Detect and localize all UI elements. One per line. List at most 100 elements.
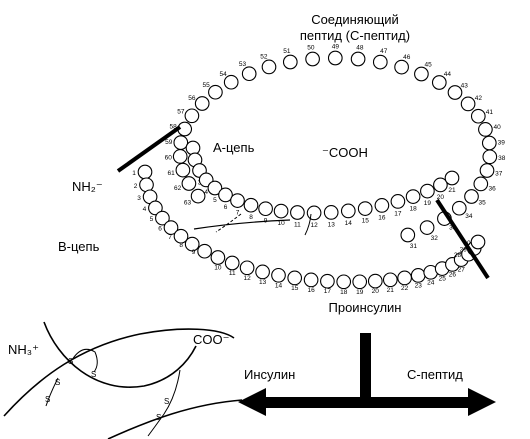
c-peptide-residue [482, 149, 498, 165]
a-chain-residue [340, 203, 356, 219]
c-peptide-residue [282, 54, 298, 70]
b-chain-residue-number: 13 [259, 279, 267, 286]
b-chain-residue-number: 25 [439, 276, 447, 283]
c-peptide-residue [394, 59, 409, 75]
a-chain-residue-number: 15 [362, 218, 370, 225]
a-chain-residue-number: 6 [224, 204, 228, 211]
c-peptide-residue [181, 176, 197, 191]
a-chain-residue [207, 180, 223, 196]
b-chain-residue-number: 9 [192, 249, 196, 256]
coo-label: COO⁻ [193, 332, 229, 347]
c-peptide-residue-number: 48 [356, 45, 364, 52]
a-chain-residue-number: 16 [378, 214, 386, 221]
b-chain-residue-number: 11 [229, 270, 236, 277]
b-chain-residue [410, 268, 426, 283]
a-chain-residue [374, 198, 390, 213]
connecting-peptide-label-line2: пептид (С-пептид) [300, 28, 410, 43]
c-peptide-residue-number: 39 [498, 139, 506, 146]
insulin-sketch: NH₃⁺ COO⁻ S S S S S S [3, 321, 243, 439]
b-chain-residue-number: 15 [291, 285, 299, 292]
a-chain-residue [230, 193, 245, 208]
c-peptide-residue-number: 50 [307, 45, 315, 52]
b-chain-residue-number: 4 [143, 206, 147, 213]
c-peptide-residue [208, 84, 223, 100]
a-chain-residue [444, 170, 460, 186]
c-peptide-residue [478, 122, 493, 137]
b-chain-residue-number: 6 [158, 226, 162, 233]
a-chain-residue-number: 18 [409, 206, 417, 213]
c-peptide-residue [447, 85, 463, 100]
c-peptide-chain: 3132333435363738394041424344454647484950… [165, 44, 506, 251]
b-chain-residue-number: 29 [460, 246, 468, 253]
b-chain-residue-number: 3 [137, 195, 141, 202]
disulfide-s-2: S [91, 370, 96, 379]
split-arrow-stem [360, 333, 371, 405]
c-peptide-residue-number: 62 [174, 185, 182, 192]
b-chain-residue [197, 243, 212, 259]
a-chain-residue-number: 12 [310, 222, 318, 229]
c-peptide-residue [173, 135, 189, 150]
b-chain-residue [239, 260, 255, 276]
c-peptide-residue-number: 32 [431, 235, 439, 242]
b-chain-residue [303, 272, 319, 288]
a-chain-residue [390, 194, 406, 209]
b-chain-residue-number: 23 [415, 282, 423, 289]
split-arrow-bar [262, 397, 472, 408]
c-peptide-residue-number: 58 [169, 124, 177, 131]
c-peptide-residue [473, 176, 489, 192]
b-chain-residue [287, 270, 303, 286]
c-peptide-residue-number: 53 [239, 61, 247, 68]
c-peptide-residue [190, 188, 206, 204]
c-peptide-residue-number: 47 [380, 48, 388, 55]
c-peptide-residue [194, 96, 210, 111]
b-chain-residue-number: 17 [324, 288, 332, 295]
a-chain-label: А-цепь [213, 140, 255, 155]
b-chain-residue [184, 236, 200, 252]
insulin-disulfide-2 [45, 377, 59, 407]
b-chain-residue [397, 270, 412, 286]
insulin-a-chain-curve [43, 321, 197, 388]
c-peptide-residue [419, 220, 435, 235]
cleavage-bar-left [116, 125, 182, 173]
b-chain-residue-number: 20 [372, 288, 380, 295]
a-chain-residue-number: 14 [345, 220, 353, 227]
b-chain-residue-number: 16 [307, 287, 315, 294]
a-chain-residue-number: 13 [328, 221, 336, 228]
c-peptide-residue [431, 75, 447, 90]
split-arrow-right-head [468, 388, 496, 416]
b-chain-residue-number: 5 [150, 216, 154, 223]
a-chain-residue-number: 21 [448, 187, 456, 194]
c-peptide-residue-number: 46 [403, 54, 411, 61]
a-chain-residue [258, 201, 273, 217]
c-peptide-residue [470, 108, 486, 124]
b-chain-residue [271, 267, 286, 283]
c-peptide-residue [400, 227, 416, 243]
c-peptide-residue [241, 66, 257, 82]
c-peptide-residue-number: 59 [165, 139, 173, 146]
a-chain-residue [306, 205, 322, 221]
cooh-label: ⁻COOH [322, 145, 368, 160]
c-peptide-residue-number: 61 [167, 170, 175, 177]
b-chain-residue-number: 18 [340, 289, 348, 296]
connecting-peptide-label-line1: Соединяющий [311, 12, 399, 27]
b-chain-residue [255, 264, 270, 280]
c-peptide-residue-number: 54 [219, 71, 227, 78]
disulfide-bond-a20-b19 [304, 213, 312, 236]
c-peptide-residue-number: 41 [486, 109, 494, 116]
split-arrow [238, 333, 496, 416]
c-peptide-residue-number: 42 [475, 95, 483, 102]
c-peptide-residue [481, 135, 497, 151]
c-peptide-residue [261, 59, 277, 75]
a-chain-residue-number: 17 [394, 210, 402, 217]
b-chain-residue [367, 273, 383, 289]
c-peptide-residue-number: 38 [498, 155, 506, 162]
c-peptide-residue [223, 74, 239, 90]
b-chain-residue-number: 19 [356, 289, 364, 296]
c-peptide-residue-number: 49 [332, 44, 340, 51]
c-peptide-residue [460, 96, 476, 112]
insulin-b-chain-curve [3, 328, 235, 417]
b-chain-residue-number: 1 [132, 170, 136, 177]
c-peptide-residue [464, 189, 479, 204]
